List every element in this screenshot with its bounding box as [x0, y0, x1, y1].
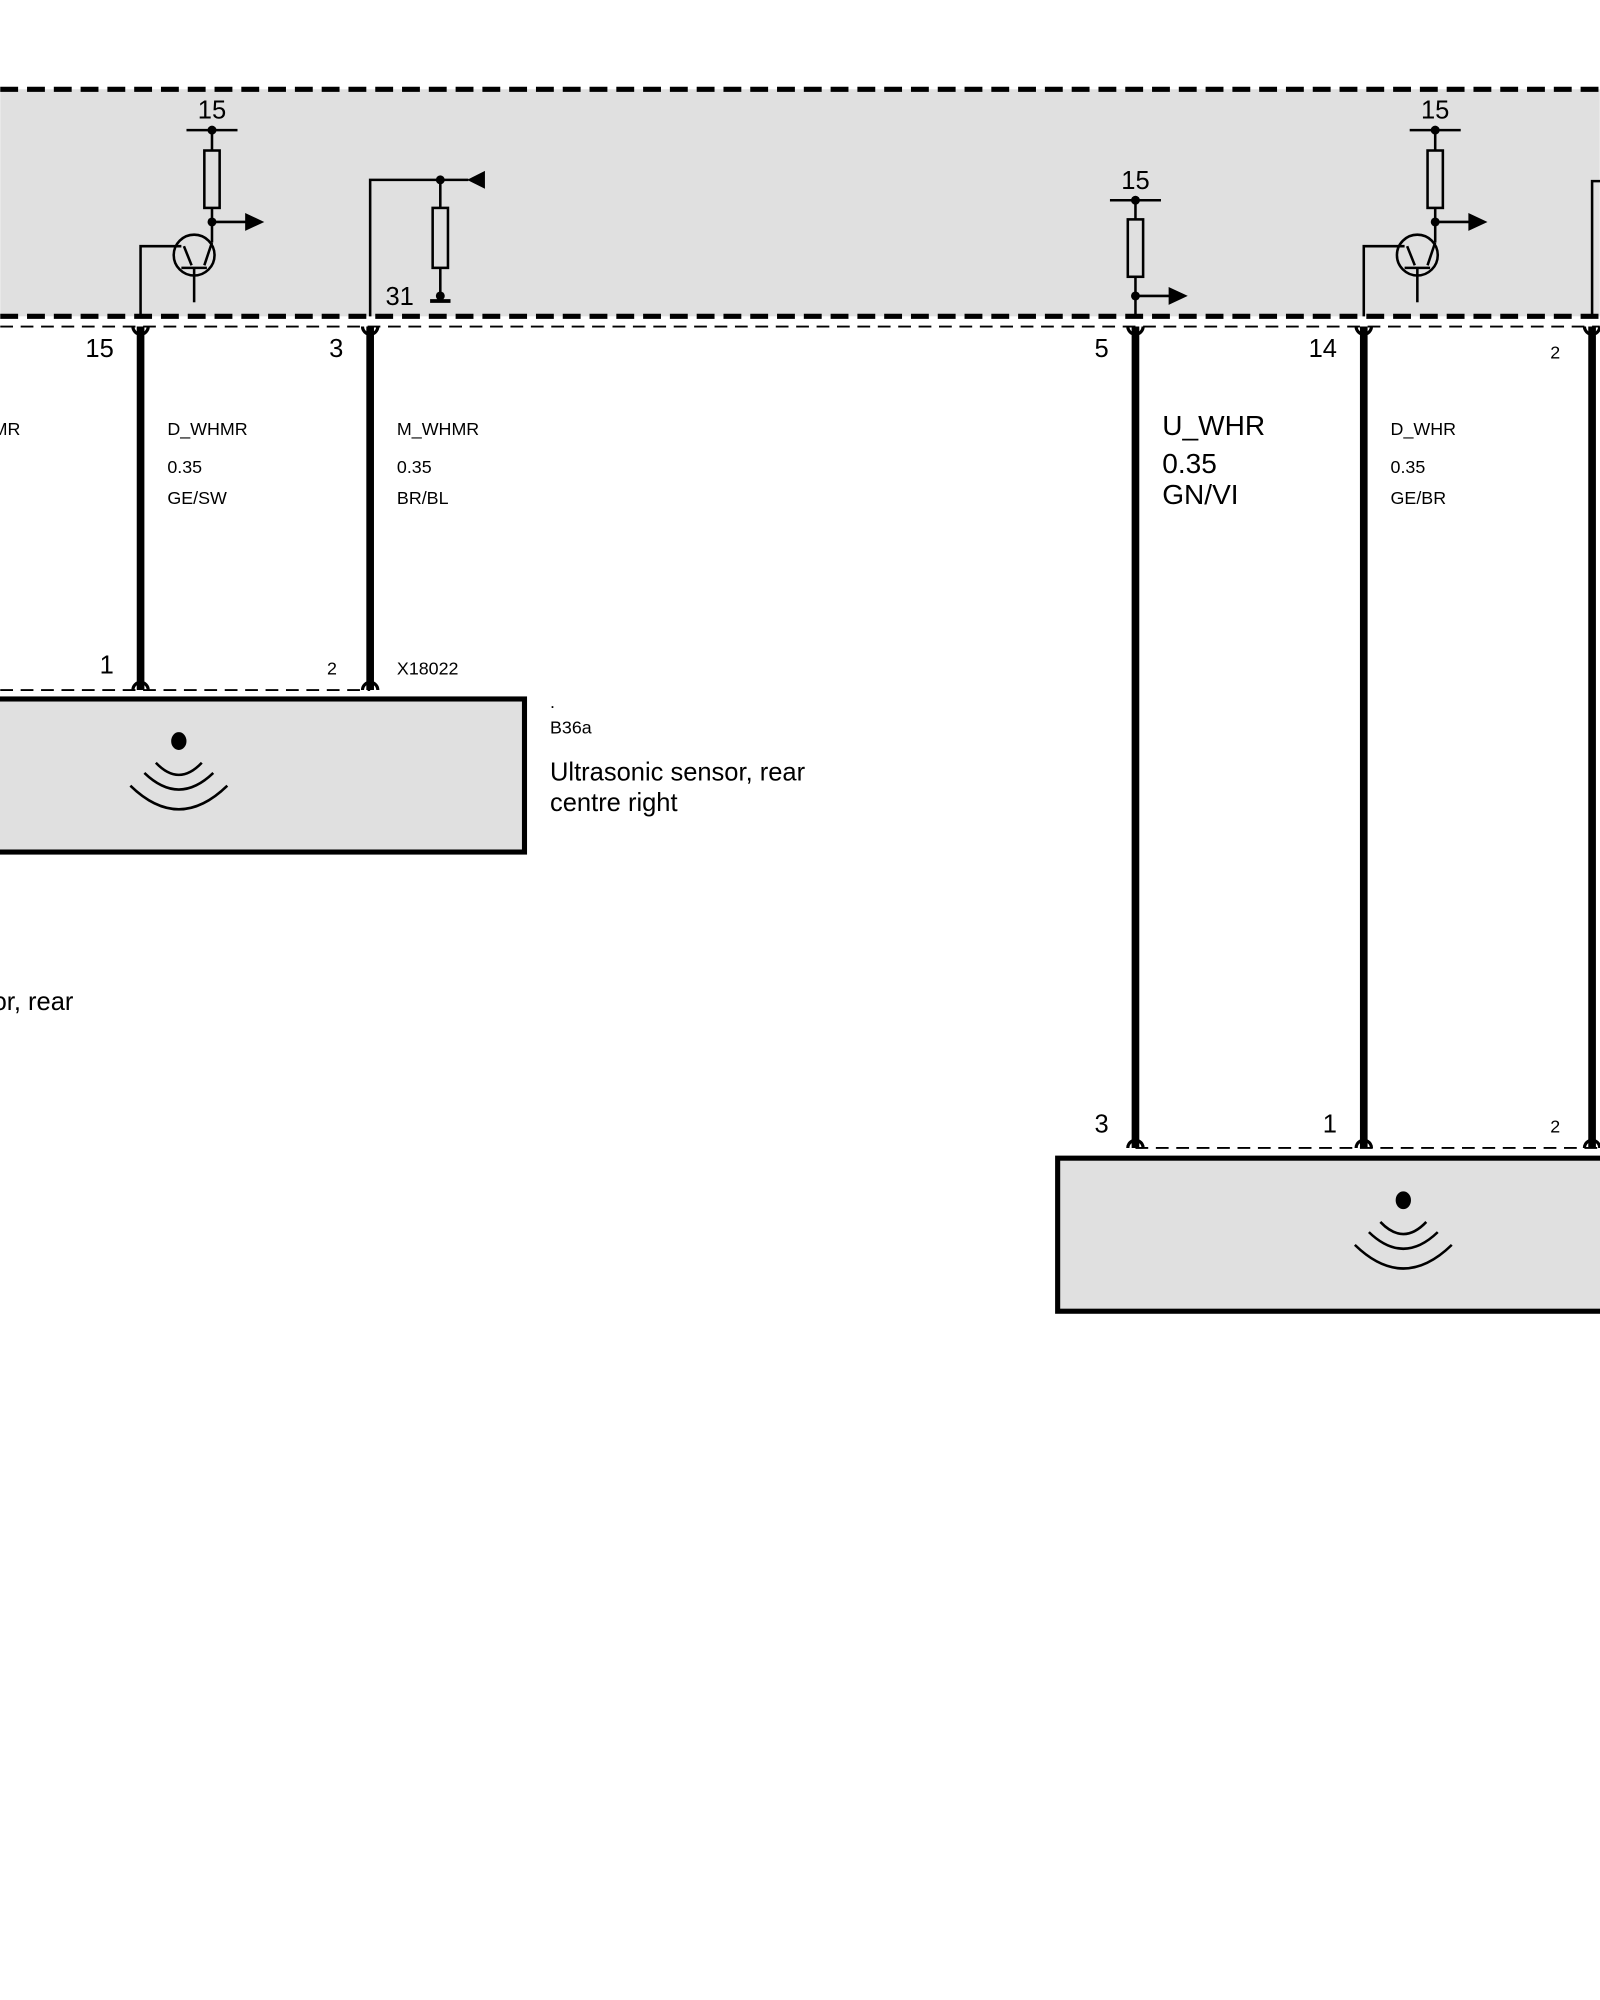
pin-label: 2	[1550, 342, 1560, 362]
pin-label: 3	[329, 335, 343, 363]
wire-color: GE/SW	[167, 488, 227, 508]
wire-name: D_WHR	[1391, 419, 1457, 440]
transistor-driver-left	[139, 128, 251, 317]
supply-label: 15	[198, 97, 226, 125]
supply-label: 15	[1121, 167, 1149, 195]
ultrasonic-sensor-right	[1055, 1147, 1600, 1314]
connector-label: X18022	[397, 659, 459, 679]
ground-resistor-circuit	[368, 178, 469, 317]
component-title: centre right	[550, 789, 678, 817]
control-module	[0, 86, 1600, 328]
pin-hooks	[131, 326, 1600, 1149]
ground-label: 31	[385, 283, 413, 311]
output-arrow-icon	[245, 213, 265, 231]
output-arrow-icon	[1468, 213, 1488, 231]
pin-label: 3	[1094, 1111, 1108, 1139]
wire-name: U_WHR	[1162, 410, 1265, 441]
pin-label: 14	[1309, 335, 1337, 363]
pin-label: 1	[100, 651, 114, 679]
pin-label: 2	[327, 659, 337, 679]
supply-label: 15	[1421, 97, 1449, 125]
wire-size: 0.35	[1391, 457, 1426, 477]
wire-size: 0.35	[397, 457, 432, 477]
wire-size: 0.35	[167, 457, 202, 477]
wire-name: D_WHMR	[167, 419, 247, 440]
output-arrow-icon	[1168, 286, 1188, 305]
wire-name: M_WHMR	[397, 419, 479, 440]
component-title-partial: or, rear	[0, 988, 74, 1016]
wire-color: GN/VI	[1162, 479, 1238, 510]
ultrasonic-icon	[1353, 1191, 1453, 1270]
input-arrow-icon	[467, 170, 485, 189]
wire-color: BR/BL	[397, 488, 449, 508]
pin-label: 1	[1323, 1111, 1337, 1139]
wire-color: GE/BR	[1391, 488, 1447, 508]
component-id: B36a	[550, 717, 592, 737]
pin-label: 5	[1094, 335, 1108, 363]
pin-label: 15	[85, 335, 113, 363]
wire-size: 0.35	[1162, 448, 1217, 479]
wires	[136, 326, 1596, 1148]
ultrasonic-icon	[129, 732, 229, 811]
wire-label-partial: MR	[0, 419, 20, 439]
component-title: Ultrasonic sensor, rear	[550, 759, 806, 787]
ultrasonic-sensor-left	[0, 689, 528, 855]
component-dot: .	[550, 692, 555, 712]
pin-label: 2	[1550, 1117, 1560, 1137]
